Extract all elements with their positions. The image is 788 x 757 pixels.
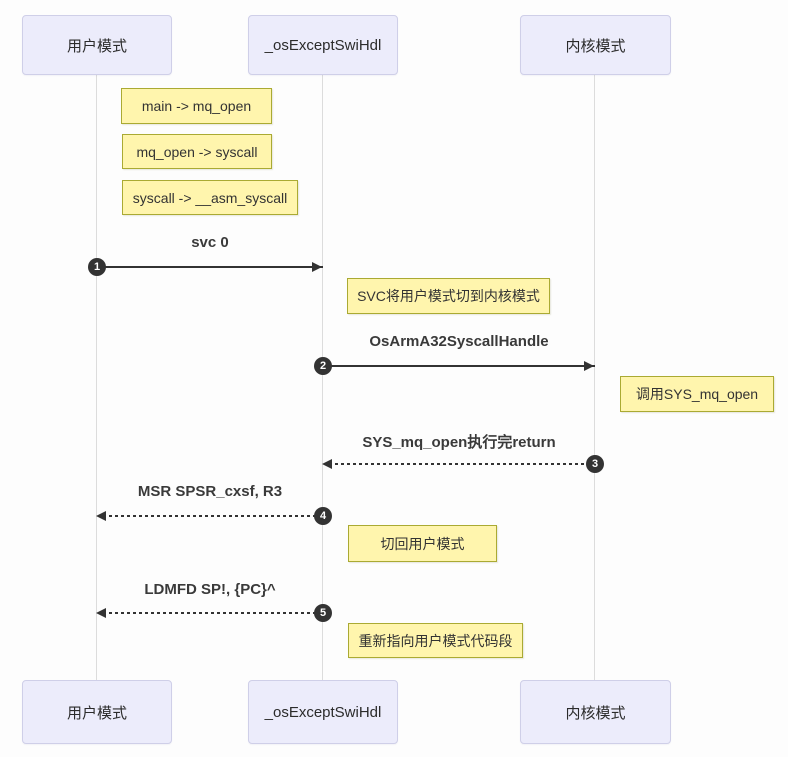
note-switch-back-user-mode: 切回用户模式 — [348, 525, 497, 562]
message-2-line — [323, 365, 595, 367]
lifeline-osexceptswihdl — [322, 75, 323, 680]
participant-top-osexceptswihdl: _osExceptSwiHdl — [248, 15, 398, 75]
message-1-number: 1 — [88, 258, 106, 276]
participant-label: _osExceptSwiHdl — [264, 703, 382, 721]
message-1-label: svc 0 — [191, 234, 229, 251]
arrowhead-left-icon — [96, 511, 106, 521]
note-text: 重新指向用户模式代码段 — [358, 632, 513, 649]
note-text: 切回用户模式 — [380, 535, 465, 552]
lifeline-user-mode — [96, 75, 97, 680]
note-text: 调用SYS_mq_open — [635, 386, 759, 402]
note-call-sys-mq-open: 调用SYS_mq_open — [620, 376, 774, 412]
note-mq-open-syscall: mq_open -> syscall — [122, 134, 272, 169]
participant-label: _osExceptSwiHdl — [264, 36, 382, 54]
note-text: SVC将用户模式切到内核模式 — [357, 288, 540, 304]
message-4-line — [103, 515, 323, 517]
participant-bottom-osexceptswihdl: _osExceptSwiHdl — [248, 680, 398, 744]
note-syscall-asm-syscall: syscall -> __asm_syscall — [122, 180, 298, 215]
message-2-number: 2 — [314, 357, 332, 375]
note-repoint-user-code: 重新指向用户模式代码段 — [348, 623, 523, 658]
message-1-line — [97, 266, 323, 268]
participant-label: 用户模式 — [66, 704, 127, 722]
message-3-line — [329, 463, 595, 465]
note-main-mq-open: main -> mq_open — [121, 88, 272, 124]
participant-label: 内核模式 — [565, 37, 626, 55]
message-4-label: MSR SPSR_cxsf, R3 — [137, 483, 283, 500]
note-svc-switch-kernel: SVC将用户模式切到内核模式 — [347, 278, 550, 314]
note-text: syscall -> __asm_syscall — [132, 189, 288, 206]
arrowhead-right-icon — [584, 361, 594, 371]
note-text: mq_open -> syscall — [136, 143, 258, 160]
note-text: main -> mq_open — [141, 98, 252, 114]
message-3-number: 3 — [586, 455, 604, 473]
participant-label: 内核模式 — [565, 704, 626, 722]
arrowhead-left-icon — [322, 459, 332, 469]
message-5-number: 5 — [314, 604, 332, 622]
participant-top-kernel-mode: 内核模式 — [520, 15, 671, 75]
message-5-line — [103, 612, 323, 614]
message-4-number: 4 — [314, 507, 332, 525]
participant-bottom-user-mode: 用户模式 — [22, 680, 172, 744]
arrowhead-left-icon — [96, 608, 106, 618]
participant-bottom-kernel-mode: 内核模式 — [520, 680, 671, 744]
participant-label: 用户模式 — [66, 37, 127, 55]
participant-top-user-mode: 用户模式 — [22, 15, 172, 75]
arrowhead-right-icon — [312, 262, 322, 272]
message-2-label: OsArmA32SyscallHandle — [369, 333, 549, 350]
message-5-label: LDMFD SP!, {PC}^ — [144, 581, 276, 598]
lifeline-kernel-mode — [594, 75, 595, 680]
message-3-label: SYS_mq_open执行完return — [362, 434, 556, 451]
